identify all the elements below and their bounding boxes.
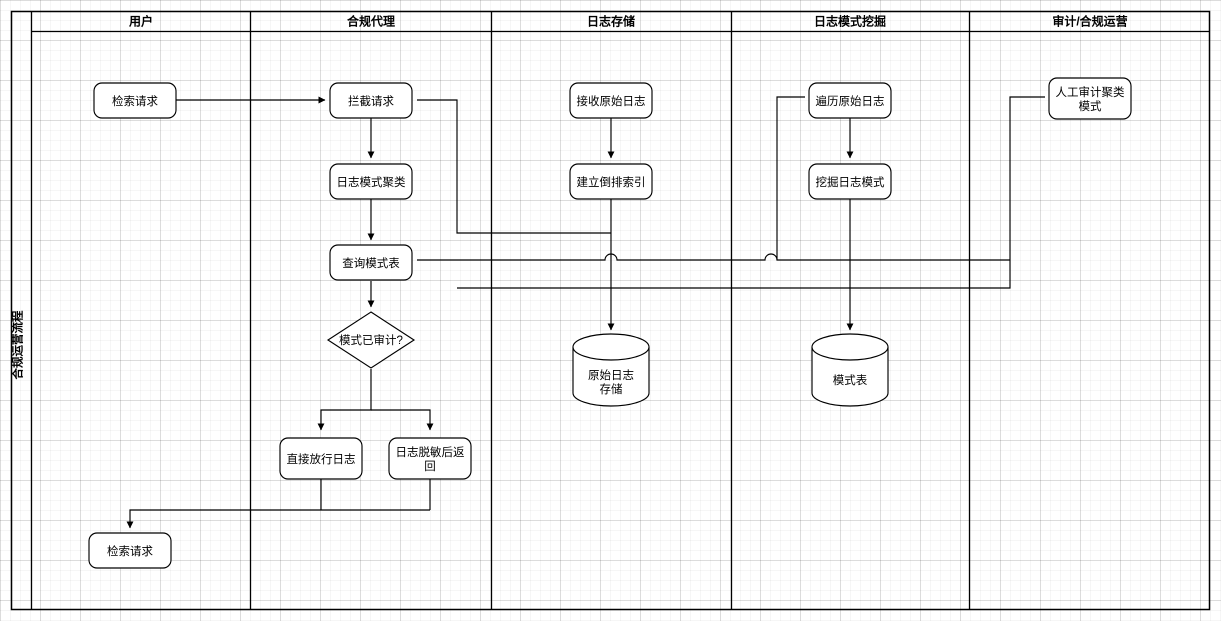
edge-decision-to-passthrough [317,369,372,431]
node-raw-store-top[interactable] [572,333,650,361]
node-raw-store[interactable]: 原始日志 存储 [572,333,650,407]
node-manual-audit-label-line1: 人工审计聚类 [1056,85,1125,99]
node-mine-shape[interactable] [808,163,892,200]
node-passthrough[interactable]: 直接放行日志 [279,437,363,480]
node-traverse-label: 遍历原始日志 [816,94,885,108]
lane-title-mining: 日志模式挖掘 [814,14,886,29]
node-intercept-shape[interactable] [329,82,413,119]
node-pattern-db[interactable]: 模式表 [811,333,889,407]
node-masked[interactable]: 日志脱敏后返 回 [388,437,472,480]
node-intercept-label: 拦截请求 [348,94,394,108]
node-layer: 检索请求 拦截请求 日志模式聚类 查询模式表 模式已审计? [88,77,1132,569]
node-request-out-shape[interactable] [88,532,172,569]
node-raw-store-label-line1: 原始日志 [588,368,634,382]
node-build-index[interactable]: 建立倒排索引 [569,163,653,200]
lane-title-audit: 审计/合规运营 [1052,14,1127,29]
lane-title-agent: 合规代理 [347,14,395,29]
pool-container: 合规运营流程 用户 合规代理 日志存储 日志模式挖掘 审计/合规运营 [10,10,1211,611]
node-traverse-shape[interactable] [808,82,892,119]
node-traverse[interactable]: 遍历原始日志 [808,82,892,119]
node-request-in-shape[interactable] [93,82,177,119]
node-pattern-db-label: 模式表 [833,373,868,387]
node-audited-shape[interactable] [326,311,416,369]
edge-layer [126,96,1045,529]
lane-title-storage: 日志存储 [587,14,635,29]
node-passthrough-label: 直接放行日志 [287,452,356,466]
node-receive-raw[interactable]: 接收原始日志 [569,82,653,119]
node-manual-audit-shape[interactable] [1048,77,1132,120]
node-request-in[interactable]: 检索请求 [93,82,177,119]
node-receive-raw-shape[interactable] [569,82,653,119]
node-audited-label: 模式已审计? [339,333,403,347]
node-manual-audit[interactable]: 人工审计聚类 模式 [1048,77,1132,120]
node-cluster-label: 日志模式聚类 [337,175,406,189]
node-cluster-shape[interactable] [329,163,413,200]
edge-audit-to-rail [969,96,1045,289]
node-request-out-label: 检索请求 [107,544,153,558]
node-masked-shape[interactable] [388,437,472,480]
node-passthrough-shape[interactable] [279,437,363,480]
pool-border [10,10,1211,611]
node-manual-audit-label-line2: 模式 [1079,100,1102,113]
node-audited-decision[interactable]: 模式已审计? [326,311,416,369]
node-request-in-label: 检索请求 [112,94,158,108]
node-raw-store-label-line2: 存储 [600,382,623,396]
node-mine-label: 挖掘日志模式 [816,175,885,189]
node-cluster[interactable]: 日志模式聚类 [329,163,413,200]
node-pattern-db-body[interactable] [811,347,889,407]
node-intercept[interactable]: 拦截请求 [329,82,413,119]
node-raw-store-body[interactable] [572,347,650,407]
edge-decision-to-masked [371,409,434,431]
node-query-table[interactable]: 查询模式表 [329,244,413,281]
node-masked-label-line1: 日志脱敏后返 [396,445,465,459]
pool-label: 合规运营流程 [11,310,25,379]
lane-title-user: 用户 [128,14,153,29]
node-masked-label-line2: 回 [424,460,436,473]
node-receive-raw-label: 接收原始日志 [577,94,646,108]
edge-intercept-to-rawstore [417,99,611,234]
node-build-index-shape[interactable] [569,163,653,200]
node-build-index-label: 建立倒排索引 [577,175,646,189]
node-request-out[interactable]: 检索请求 [88,532,172,569]
edge-merge-to-request-out [126,509,430,529]
edge-query-rail [417,253,1010,261]
node-query-table-shape[interactable] [329,244,413,281]
edge-query-to-traverse [776,96,805,260]
node-query-table-label: 查询模式表 [342,256,400,270]
node-mine[interactable]: 挖掘日志模式 [808,163,892,200]
node-pattern-db-top[interactable] [811,333,889,361]
